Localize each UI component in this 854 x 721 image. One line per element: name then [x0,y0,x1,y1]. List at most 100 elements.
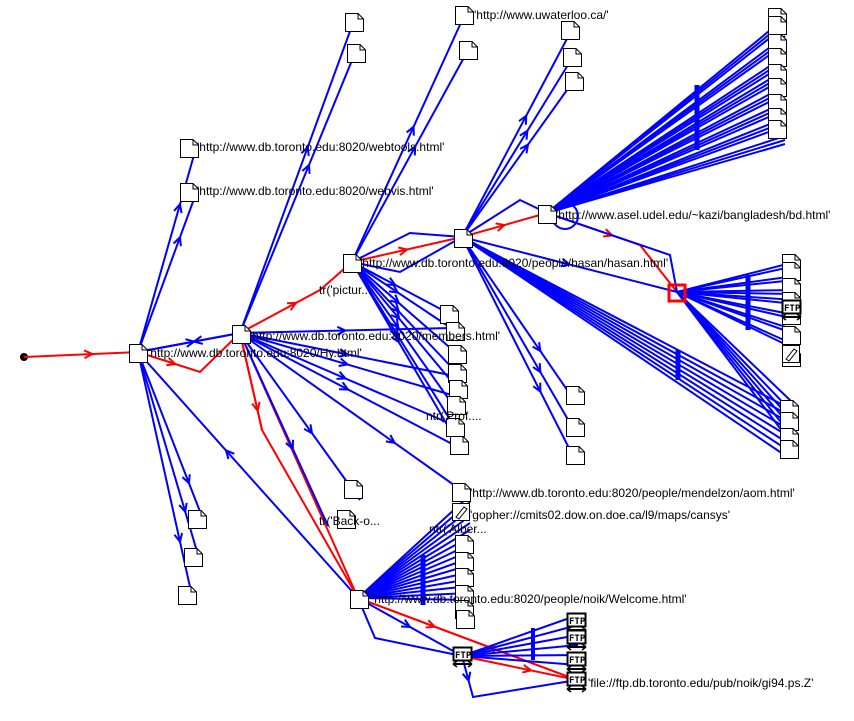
label-alber[interactable]: ntr('Alber... [429,522,487,536]
document-fold [359,44,366,51]
document-icon[interactable] [455,585,474,604]
document-icon[interactable] [344,480,363,499]
document-icon[interactable] [455,535,474,554]
link-edge [239,332,361,501]
document-fold [578,386,585,393]
document-body [180,139,199,158]
document-body [446,322,465,341]
document-icon[interactable] [782,262,801,281]
document-icon[interactable] [452,483,471,502]
document-body [780,440,799,459]
label-gopher[interactable]: 'gopher://cmits02.dow.on.doe.ca/l9/maps/… [470,508,730,522]
path-edge [546,212,678,293]
document-body [184,548,203,567]
link-edge [461,644,579,657]
ftp-glyph: FTP [569,676,586,686]
document-icon[interactable] [180,183,199,202]
document-icon[interactable] [561,21,580,40]
link-edge [137,351,359,599]
document-icon[interactable] [450,436,469,455]
ftp-icon[interactable]: FTP [566,629,587,651]
document-icon[interactable] [337,510,356,529]
document-fold [357,13,364,20]
document-icon[interactable] [188,510,207,529]
document-icon[interactable] [178,586,197,605]
document-icon[interactable] [350,590,369,609]
document-icon[interactable] [768,120,787,139]
gopher-icon[interactable] [452,503,470,521]
document-icon[interactable] [454,229,473,248]
document-body [454,229,473,248]
document-icon[interactable] [129,344,148,363]
gopher-icon[interactable] [782,345,800,363]
document-body [232,325,251,344]
document-icon[interactable] [446,418,465,437]
label-members[interactable]: 'http://www.db.toronto.edu:8020/members.… [250,329,500,343]
label-uwaterloo[interactable]: 'http://www.uwaterloo.ca/' [474,8,609,22]
document-fold [780,64,787,71]
document-icon[interactable] [455,568,474,587]
document-icon[interactable] [456,610,475,629]
link-edge [351,15,465,263]
ftp-box [781,299,802,315]
document-icon[interactable] [768,78,787,97]
label-back[interactable]: tr('Back-o... [319,514,380,528]
label-noik[interactable]: 'http://www.db.toronto.edu:8020/people/n… [372,592,687,606]
document-icon[interactable] [347,44,366,63]
label-bangladesh[interactable]: 'http://www.asel.udel.edu/~kazi/banglade… [556,208,830,222]
document-icon[interactable] [455,6,474,25]
document-icon[interactable] [565,72,584,91]
document-icon[interactable] [780,412,799,431]
document-icon[interactable] [768,16,787,35]
document-icon[interactable] [538,205,557,224]
document-icon[interactable] [448,345,467,364]
document-icon[interactable] [780,440,799,459]
document-icon[interactable] [184,548,203,567]
document-body [782,326,801,345]
document-icon[interactable] [566,418,585,437]
document-fold [792,400,799,407]
ftp-icon[interactable]: FTP [452,646,473,668]
document-icon[interactable] [449,380,468,399]
link-edge [239,332,329,527]
label-webvis[interactable]: 'http://www.db.toronto.edu:8020/webvis.h… [197,184,434,198]
label-gi94[interactable]: 'file://ftp.db.toronto.edu/pub/noik/gi94… [588,676,813,690]
label-hy[interactable]: 'http://www.db.toronto.edu:8020/Hy.html' [148,346,362,360]
document-icon[interactable] [459,41,478,60]
ftp-icon[interactable]: FTP [566,671,587,693]
edge-arrowhead [400,619,413,629]
label-hasan[interactable]: 'http://www.db.toronto.edu:8020/people/h… [360,256,668,270]
document-icon[interactable] [566,386,585,405]
ftp-icon[interactable]: FTP [781,299,802,321]
document-icon[interactable] [448,364,467,383]
document-icon[interactable] [345,13,364,32]
document-icon[interactable] [440,305,459,324]
label-webtools[interactable]: 'http://www.db.toronto.edu:8020/webtools… [197,140,444,154]
document-icon[interactable] [768,48,787,67]
document-icon[interactable] [232,325,251,344]
ftp-glyph: FTP [784,304,801,314]
document-icon[interactable] [455,552,474,571]
edge-arrowhead [300,144,310,157]
label-prof[interactable]: ntr('Prof.... [426,409,482,423]
document-icon[interactable] [447,396,466,415]
label-mendelzon[interactable]: 'http://www.db.toronto.edu:8020/people/m… [470,486,795,500]
document-icon[interactable] [343,254,362,273]
ftp-box [566,612,587,628]
ftp-icon[interactable]: FTP [566,651,587,673]
path-edge [23,351,139,358]
link-edge [461,236,575,431]
document-icon[interactable] [180,139,199,158]
document-fold [794,254,801,261]
label-pictur[interactable]: tr('pictur... [319,283,371,297]
document-body [178,586,197,605]
document-icon[interactable] [782,326,801,345]
document-icon[interactable] [563,48,582,67]
document-icon[interactable] [446,322,465,341]
document-body [180,183,199,202]
link-edge [676,279,796,293]
document-body [459,41,478,60]
document-fold [467,600,474,607]
document-body [566,418,585,437]
document-icon[interactable] [566,446,585,465]
